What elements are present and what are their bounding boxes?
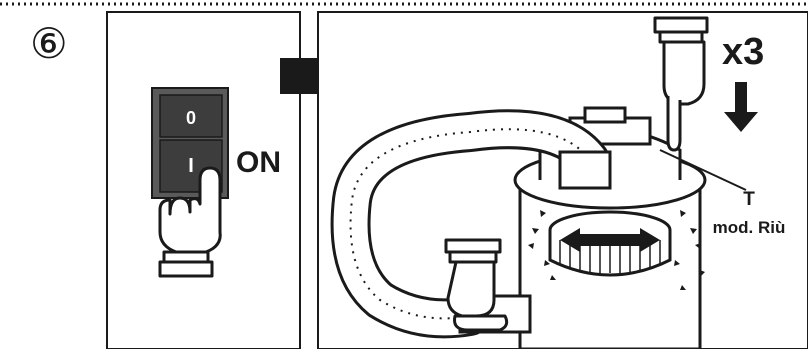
switch-state-label: ON <box>236 146 281 179</box>
switch-icon <box>151 87 229 199</box>
pointing-hand-icon <box>158 166 222 278</box>
shake-arrow-icon <box>560 228 660 252</box>
step-number: ⑥ <box>30 20 68 67</box>
holding-hand-icon <box>444 238 509 332</box>
callout-model: mod. Riù <box>713 218 786 237</box>
filter-pleats <box>559 240 661 273</box>
switch-off-mark: 0 <box>186 108 196 128</box>
switch-on-mark: I <box>188 155 194 177</box>
pointing-hand-icon <box>653 16 709 152</box>
down-arrow-icon <box>724 82 758 132</box>
press-count-label: x3 <box>722 31 764 73</box>
callout-code: T <box>743 189 755 210</box>
callout-leader <box>659 149 747 191</box>
dust-particles <box>528 210 705 290</box>
